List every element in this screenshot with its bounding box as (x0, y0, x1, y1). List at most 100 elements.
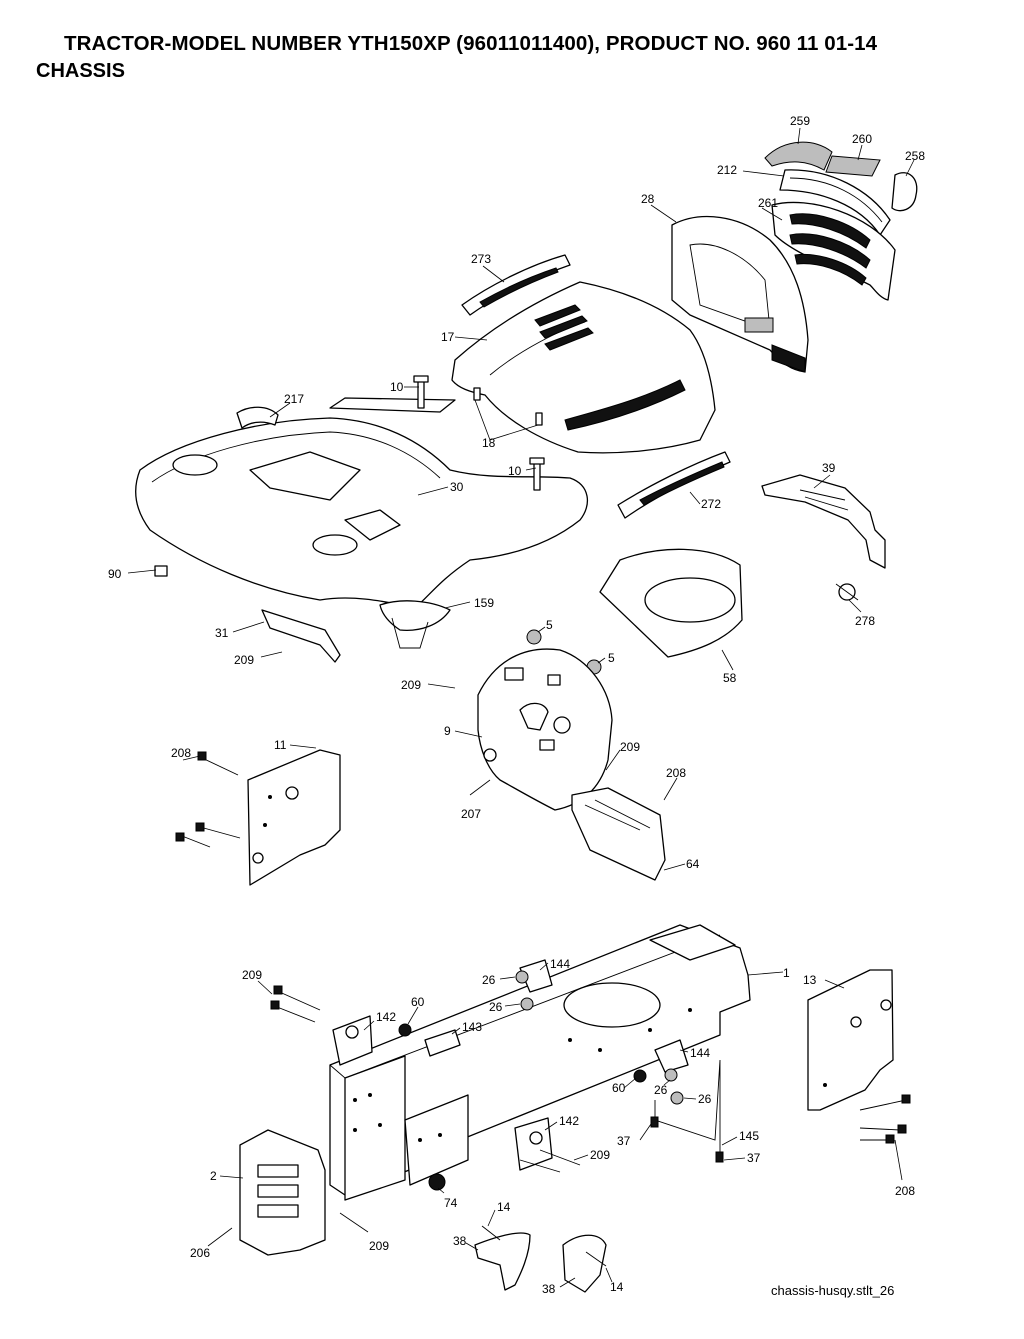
bolts-208-right[interactable] (859, 1094, 911, 1144)
bracket-144[interactable] (519, 959, 689, 1073)
mounting-plate-11[interactable] (247, 749, 341, 886)
callout-38-left: 38 (453, 1234, 467, 1248)
hood-shell-28[interactable] (671, 215, 809, 373)
callout-143: 143 (462, 1020, 482, 1034)
callout-39: 39 (822, 461, 836, 475)
mount-plate-2[interactable] (239, 1129, 326, 1256)
callout-208-dash: 208 (666, 766, 686, 780)
callout-31: 31 (215, 626, 229, 640)
callout-13: 13 (803, 973, 817, 987)
callout-64: 64 (686, 857, 700, 871)
callout-142-upper: 142 (376, 1010, 396, 1024)
headlight-lens-258[interactable] (891, 172, 918, 212)
callout-14-right: 14 (610, 1280, 624, 1294)
callout-209-frame-left: 209 (242, 968, 262, 982)
bushing-74[interactable] (428, 1173, 446, 1191)
callout-26-c: 26 (654, 1083, 668, 1097)
dash-panel-9[interactable] (477, 648, 613, 811)
callout-28: 28 (641, 192, 655, 206)
callout-38-right: 38 (542, 1282, 556, 1296)
callout-1: 1 (783, 966, 790, 980)
side-plate-13[interactable] (807, 969, 894, 1111)
nuts-26[interactable] (515, 970, 684, 1105)
callout-144-upper: 144 (550, 957, 570, 971)
bolts-14[interactable] (481, 1225, 607, 1267)
callout-26-d: 26 (698, 1092, 712, 1106)
callout-261: 261 (758, 196, 778, 210)
hood-insert-212[interactable] (779, 169, 891, 236)
hood-lens-259[interactable] (764, 141, 833, 171)
callout-90: 90 (108, 567, 122, 581)
callout-5-lower: 5 (608, 651, 615, 665)
callout-217: 217 (284, 392, 304, 406)
callout-144-lower: 144 (690, 1046, 710, 1060)
page-title: TRACTOR-MODEL NUMBER YTH150XP (960110114… (64, 32, 878, 55)
callout-10-upper: 10 (390, 380, 404, 394)
bumper-18[interactable] (473, 387, 543, 426)
callout-207: 207 (461, 807, 481, 821)
callout-209-dash-right: 209 (620, 740, 640, 754)
callout-11: 11 (274, 738, 287, 752)
hood-17[interactable] (451, 281, 716, 454)
callout-17: 17 (441, 330, 455, 344)
callout-209-frame-lower: 209 (590, 1148, 610, 1162)
callout-273: 273 (471, 252, 491, 266)
section-title: CHASSIS (36, 60, 125, 82)
grille-261[interactable] (771, 201, 896, 301)
fender-deck-30[interactable] (135, 397, 589, 609)
bolts-209-frame[interactable] (270, 985, 581, 1173)
drawing-id: chassis-husqy.stlt_26 (771, 1283, 895, 1298)
bolts-37[interactable] (650, 1116, 724, 1163)
bracket-31[interactable] (261, 609, 341, 663)
bolt-10[interactable] (413, 375, 545, 491)
leader-lines (127, 127, 915, 1288)
hood-trim-273[interactable] (461, 254, 571, 316)
callout-159: 159 (474, 596, 494, 610)
knob-278[interactable] (835, 583, 859, 601)
callout-5-upper: 5 (546, 618, 553, 632)
callout-258: 258 (905, 149, 925, 163)
callout-58: 58 (723, 671, 737, 685)
callout-208-left: 208 (171, 746, 191, 760)
bracket-143[interactable] (424, 1029, 461, 1057)
hood-lens-260[interactable] (825, 155, 881, 177)
frame-1[interactable] (329, 924, 751, 1201)
shroud-58[interactable] (599, 548, 743, 658)
callout-30: 30 (450, 480, 464, 494)
bracket-142-upper[interactable] (332, 1015, 373, 1066)
callout-37-right: 37 (747, 1151, 761, 1165)
callout-272: 272 (701, 497, 721, 511)
cup-holder-159[interactable] (379, 600, 451, 649)
callout-259: 259 (790, 114, 810, 128)
callout-26-a: 26 (482, 973, 496, 987)
callout-26-b: 26 (489, 1000, 503, 1014)
callout-37-left: 37 (617, 1134, 631, 1148)
callout-142-lower: 142 (559, 1114, 579, 1128)
bracket-142-lower[interactable] (514, 1117, 553, 1171)
fender-support-39[interactable] (761, 474, 886, 569)
callout-208-right: 208 (895, 1184, 915, 1198)
tie-rod-145[interactable] (654, 1059, 721, 1155)
callout-209-dash: 209 (401, 678, 421, 692)
hood-trim-272[interactable] (617, 451, 731, 519)
dash-cover-64[interactable] (571, 787, 666, 881)
locknut-90[interactable] (154, 565, 168, 577)
callout-2: 2 (210, 1169, 217, 1183)
callout-260: 260 (852, 132, 872, 146)
seat-pan-217[interactable] (236, 406, 279, 429)
callout-14-left: 14 (497, 1200, 511, 1214)
callout-9: 9 (444, 724, 451, 738)
bolts-208-left[interactable] (175, 751, 241, 848)
callout-206: 206 (190, 1246, 210, 1260)
callout-60-upper: 60 (411, 995, 425, 1009)
callout-labels: 259 260 258 212 28 261 273 17 10 217 18 … (108, 114, 925, 1296)
hanger-38-left[interactable] (474, 1232, 531, 1291)
spacers-60[interactable] (398, 1023, 647, 1083)
callout-10-lower: 10 (508, 464, 522, 478)
callout-60-lower: 60 (612, 1081, 626, 1095)
hanger-38-right[interactable] (562, 1234, 607, 1293)
callout-278: 278 (855, 614, 875, 628)
callout-209-plate: 209 (369, 1239, 389, 1253)
callout-145: 145 (739, 1129, 759, 1143)
